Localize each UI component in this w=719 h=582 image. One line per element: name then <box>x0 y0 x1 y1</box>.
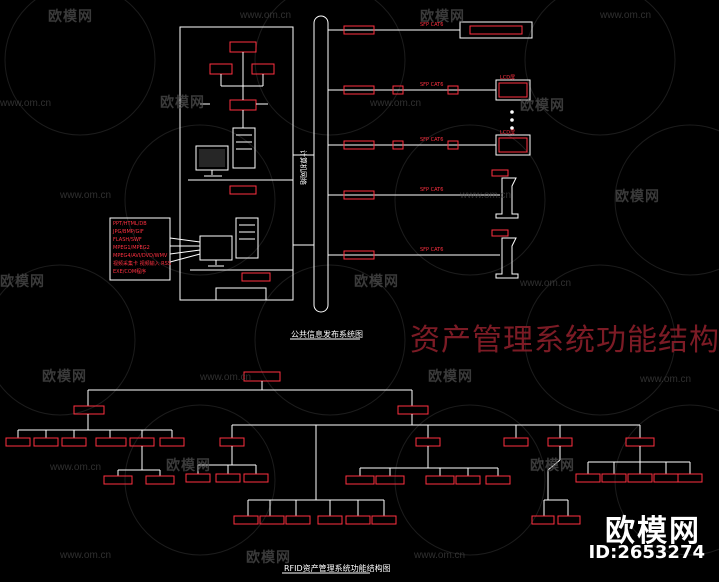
lcd-panel-1 <box>459 21 533 39</box>
watermark-brand: 欧模网 <box>420 8 465 24</box>
lcd-panel-3 <box>495 134 531 156</box>
link-label: SFP CAT6 <box>420 137 444 143</box>
watermark-brand: 欧模网 <box>520 97 565 113</box>
lcd-panel-2 <box>495 79 531 101</box>
format-item: EXE/COM程序 <box>113 269 147 275</box>
watermark-brand: 欧模网 <box>615 188 660 204</box>
rack-base <box>215 287 267 301</box>
kiosk-2 <box>495 237 519 279</box>
rack-frame <box>179 26 294 301</box>
link-label: SFP CAT6 <box>420 82 444 88</box>
monitor-2 <box>199 235 233 261</box>
format-item: 视频采集卡 视频输入 RSS <box>113 261 172 267</box>
server-box-left <box>209 63 233 75</box>
node-right <box>397 405 429 415</box>
watermark-circles <box>0 0 719 556</box>
watermark-site: www.om.cn <box>640 374 692 385</box>
lcd-label: LCD屏 <box>500 130 516 136</box>
brand-logo-text: 欧模网 <box>605 514 701 549</box>
top-diagram <box>109 15 533 340</box>
watermark-brand: 欧模网 <box>354 273 399 289</box>
watermark-brand: 欧模网 <box>246 549 291 565</box>
watermark-brand: 欧模网 <box>160 94 205 110</box>
watermark-site: www.om.cn <box>0 98 52 109</box>
bottom-tree <box>5 371 703 574</box>
label-box-1 <box>229 185 257 195</box>
watermark-site: www.om.cn <box>520 278 572 289</box>
input-format-list: PPT/HTML/DB JPG/BMP/GIF FLASH/SWF MPEG1/… <box>113 220 171 276</box>
top-diagram-caption: 公共信息发布系统图 <box>291 330 363 339</box>
watermark-site: www.om.cn <box>60 550 112 561</box>
format-item: MPEG4/AVI/DVD/WMV <box>113 253 168 259</box>
format-item: JPG/BMP/GIF <box>113 229 144 235</box>
format-item: PPT/HTML/DB <box>113 221 147 227</box>
bottom-diagram-caption: RFID资产管理系统功能结构图 <box>284 564 391 573</box>
link-label: SFP CAT6 <box>420 247 444 253</box>
watermark-brand: 欧模网 <box>48 8 93 24</box>
network-bus <box>313 15 329 313</box>
link-label: SFP CAT6 <box>420 22 444 28</box>
link-label: SFP CAT6 <box>420 187 444 193</box>
watermark-site: www.om.cn <box>200 372 252 383</box>
right-links <box>328 21 533 279</box>
watermark-brand: 欧模网 <box>530 457 575 473</box>
server-tower-1 <box>232 127 256 169</box>
lcd-label: LCD屏 <box>500 75 516 81</box>
watermark-site: www.om.cn <box>460 190 512 201</box>
watermark-site: www.om.cn <box>600 10 652 21</box>
watermark-site: www.om.cn <box>414 550 466 561</box>
server-box-top <box>229 41 257 53</box>
overlay-title: 资产管理系统功能结构图 <box>410 323 719 358</box>
server-tower-2 <box>235 217 259 259</box>
kiosk-1 <box>495 177 519 219</box>
node-left <box>73 405 105 415</box>
format-item: FLASH/SWF <box>113 237 142 243</box>
network-bus-label: 计算机网络 <box>299 150 307 185</box>
format-item: MPEG1/MPEG2 <box>113 245 150 251</box>
watermark-site: www.om.cn <box>60 190 112 201</box>
input-list-box <box>109 217 171 281</box>
watermark-site: www.om.cn <box>50 462 102 473</box>
watermark-site: www.om.cn <box>240 10 292 21</box>
watermark-brand: 欧模网 <box>0 273 45 289</box>
watermark-brand: 欧模网 <box>42 368 87 384</box>
watermark-brand: 欧模网 <box>428 368 473 384</box>
server-box-mid <box>229 99 257 111</box>
watermark-site: www.om.cn <box>370 98 422 109</box>
brand-id: ID:2653274 <box>588 542 705 563</box>
label-box-2 <box>241 272 271 282</box>
watermark-brand: 欧模网 <box>166 457 211 473</box>
